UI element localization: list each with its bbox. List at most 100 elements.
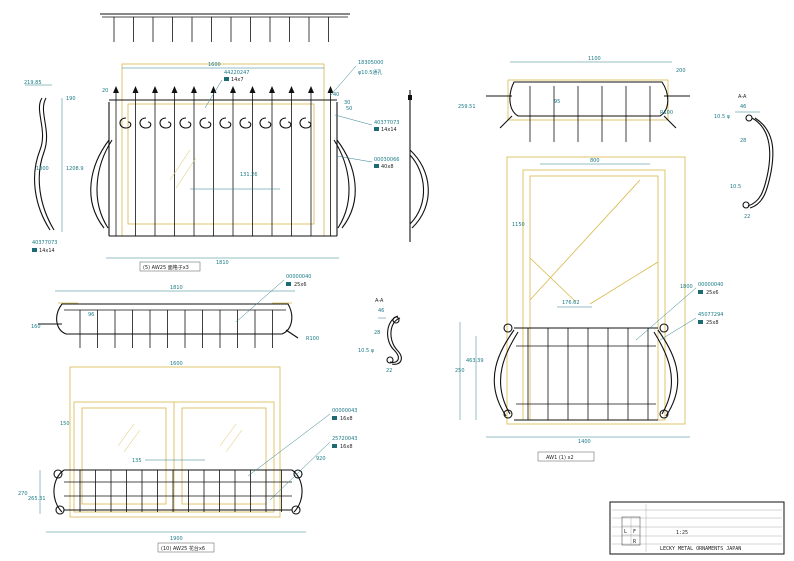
scroll-ornament: [259, 117, 272, 129]
flowerbox-top-view: [38, 290, 299, 348]
scroll-ornament: [159, 117, 172, 129]
title-block: L F R 1:25 LECKY METAL ORNAMENTS JAPAN: [609, 501, 785, 555]
part-code: 00000040: [286, 274, 311, 280]
scroll-ornament: [199, 117, 212, 129]
spear-tip: [308, 86, 314, 93]
part-code: 18305000: [358, 60, 383, 66]
top-plan-view: [100, 13, 350, 42]
part-code: 40377073: [374, 120, 399, 126]
part-size: 14x7: [231, 77, 244, 83]
dim-side-width: 219.85: [24, 80, 42, 86]
rail-sec-d22: 22: [744, 214, 750, 220]
dim-mid: 131.26: [240, 172, 258, 178]
fbox-dim-h920: 920: [316, 456, 326, 462]
rail-dim-r100: R100: [660, 110, 673, 116]
rail-dim-h200: 200: [676, 68, 686, 74]
dim-h-top: 190: [66, 96, 76, 102]
railing-top-view: [486, 61, 690, 142]
dimension-labels: 1600 1810 219.85 190 1208.9 1000 20 131.…: [18, 56, 750, 542]
rail-dim-d176: 176.62: [562, 300, 580, 306]
part-tag: [32, 248, 37, 252]
dim-width-bottom: 1810: [216, 260, 229, 266]
part-tag: [374, 127, 379, 131]
view-caption: AW1 (1) x2: [546, 455, 574, 461]
scroll-ornament: [139, 117, 152, 129]
rail-sec-phi: 10.5 φ: [714, 114, 731, 120]
dim-h-inner: 1000: [36, 166, 49, 172]
spear-tip: [171, 86, 178, 93]
flowerbox-front-view: [39, 366, 306, 533]
fbox-sec-d22: 22: [386, 368, 392, 374]
scroll-ornament: [219, 117, 232, 129]
dim-h-total: 1208.9: [66, 166, 84, 172]
drawing-scale: 1:25: [676, 530, 688, 536]
dim-d30: 30: [344, 100, 350, 106]
rail-dim-h250: 250: [455, 368, 465, 374]
fbox-dim-h160: 160: [31, 324, 41, 330]
part-tag: [224, 77, 229, 81]
part-size: 14x14: [39, 248, 55, 254]
scroll-ornament: [299, 117, 312, 129]
part-size: 25x6: [706, 290, 719, 296]
rail-dim-w1100: 1100: [588, 56, 601, 62]
projection-l: L: [624, 529, 627, 535]
hole-note: φ10.5通孔: [358, 69, 382, 76]
fbox-dim-width-top: 1810: [170, 285, 183, 291]
rail-dim-h1150: 1150: [512, 222, 525, 228]
spear-tip: [249, 86, 256, 93]
part-code: 45077294: [698, 312, 723, 318]
fbox-dim-width-bottom: 1900: [170, 536, 183, 542]
rail-sec-d28: 28: [740, 138, 746, 144]
fbox-dim-h150: 150: [60, 421, 70, 427]
scroll-ornament: [279, 117, 292, 129]
rail-dim-w1400: 1400: [578, 439, 591, 445]
part-size: 16x8: [340, 416, 353, 422]
company-name: LECKY METAL ORNAMENTS JAPAN: [660, 546, 741, 552]
rail-dim-h259: 259.51: [458, 104, 476, 110]
fbox-sec-d28: 28: [374, 330, 380, 336]
fbox-section-title: A-A: [375, 298, 384, 304]
scroll-ornament: [239, 117, 252, 129]
dim-width-top: 1600: [208, 62, 221, 68]
railing-section-aa: [735, 111, 774, 209]
fbox-dim-w96: 96: [88, 312, 94, 318]
fbox-dim-r100: R100: [306, 336, 319, 342]
fbox-sec-phi: 10.5 φ: [358, 348, 375, 354]
part-tag: [332, 444, 337, 448]
rail-dim-d95: 95: [554, 99, 560, 105]
part-tag: [286, 282, 291, 286]
fbox-dim-h135: 135: [132, 458, 142, 464]
spear-tip: [210, 86, 217, 93]
part-code: 44220247: [224, 70, 249, 76]
part-size: 25x6: [294, 282, 307, 288]
spear-tip: [269, 86, 275, 93]
part-tag: [332, 416, 337, 420]
part-size: 16x8: [340, 444, 353, 450]
part-size: 40x8: [381, 164, 394, 170]
dim-d40: 40: [333, 92, 339, 98]
rail-dim-h463: 463.39: [466, 358, 484, 364]
scroll-ornament: [119, 117, 132, 129]
part-code: 00030066: [374, 157, 399, 163]
view-caption: (5) AW25 面格子x3: [143, 264, 189, 271]
rail-section-title: A-A: [738, 94, 747, 100]
view-caption: (10) AW25 花台x6: [161, 545, 205, 552]
grille-side-profile: [25, 84, 63, 232]
rail-dim-h1800: 1800: [680, 284, 693, 290]
railing-front-view: [459, 156, 690, 438]
dim-r20: 20: [102, 88, 108, 94]
rail-sec-d46: 46: [740, 104, 746, 110]
spear-tip: [191, 86, 197, 93]
grille-right-profile: [408, 90, 429, 242]
rail-dim-w800: 800: [590, 158, 600, 164]
flowerbox-section-aa: [378, 315, 402, 365]
projection-f: F: [633, 529, 636, 535]
part-callouts: 44220247 14x7 18305000 40377073 14x14 00…: [32, 60, 723, 553]
rail-sec-phi2: 10.5: [730, 184, 741, 190]
dim-d50: 50: [346, 106, 352, 112]
spear-tip: [288, 86, 295, 93]
fbox-dim-h266: 265.31: [28, 496, 46, 502]
part-size: 25x8: [706, 320, 719, 326]
spear-tip: [230, 86, 236, 93]
